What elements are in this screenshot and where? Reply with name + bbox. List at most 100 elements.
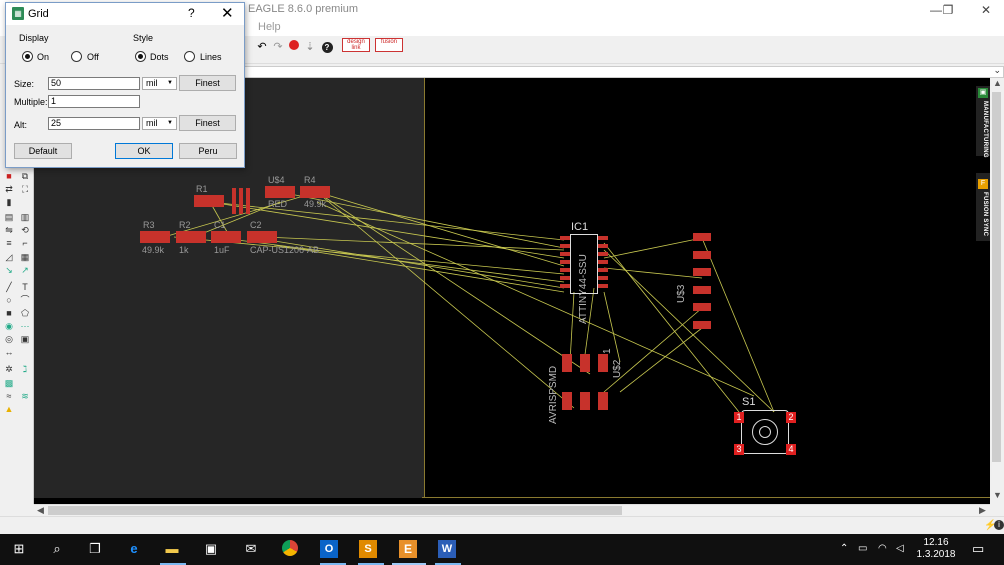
ic1-pad-right-5[interactable] <box>598 268 608 272</box>
part-r4[interactable] <box>300 186 330 198</box>
clock[interactable]: 12.16 1.3.2018 <box>914 537 958 561</box>
dialog-close-button[interactable]: ✕ <box>221 5 234 22</box>
avr-pad-top-1[interactable] <box>562 354 572 372</box>
errors-icon[interactable]: ≋ <box>21 391 29 401</box>
ic1-pad-left-3[interactable] <box>560 252 570 256</box>
part-r1[interactable] <box>194 195 224 207</box>
size-input[interactable]: 50 <box>48 77 140 90</box>
outlook-icon[interactable]: O <box>320 540 338 558</box>
part-r2[interactable] <box>176 231 206 243</box>
part-c2[interactable] <box>247 231 277 243</box>
warning-icon[interactable]: ▲ <box>4 404 14 414</box>
copy-icon[interactable]: ▤ <box>4 212 14 222</box>
drc-icon[interactable]: ≈ <box>6 391 12 401</box>
scroll-down-icon[interactable]: ▼ <box>993 490 1002 500</box>
style-dots-radio[interactable] <box>135 51 146 62</box>
hscroll-thumb[interactable] <box>48 506 622 515</box>
scroll-left-icon[interactable]: ◀ <box>37 505 44 515</box>
help-icon[interactable]: ? <box>319 39 335 55</box>
layer-icon[interactable]: ■ <box>6 171 12 181</box>
wifi-icon[interactable]: ◠ <box>878 543 887 554</box>
part-r3[interactable] <box>140 231 170 243</box>
size-unit-select[interactable]: mil ▼ <box>142 77 177 90</box>
maximize-button[interactable]: ❐ <box>942 3 954 17</box>
ic1-pad-right-1[interactable] <box>598 236 608 240</box>
group-icon[interactable]: ⛶ <box>21 184 29 194</box>
hole-icon[interactable]: ◎ <box>5 334 13 344</box>
dimension-icon[interactable]: ↔ <box>4 347 14 357</box>
ic1-pad-right-3[interactable] <box>598 252 608 256</box>
u3-pad-3[interactable] <box>693 268 711 276</box>
volume-icon[interactable]: ◁ <box>896 543 904 554</box>
word-icon[interactable]: W <box>438 540 456 558</box>
avr-pad-bottom-1[interactable] <box>562 392 572 410</box>
mail-icon[interactable]: ✉ <box>245 541 257 556</box>
u3-pad-4[interactable] <box>693 285 711 294</box>
s1-pin-3[interactable]: 3 <box>734 444 744 455</box>
info-icon[interactable]: i <box>994 520 1004 530</box>
avr-pad-bottom-2[interactable] <box>580 392 590 410</box>
s1-pin-1[interactable]: 1 <box>734 412 744 423</box>
undo-icon[interactable]: ↶ <box>257 41 267 53</box>
ic1-pad-right-6[interactable] <box>598 276 608 280</box>
go-icon[interactable]: ⇣ <box>305 41 315 53</box>
ic1-pad-left-4[interactable] <box>560 260 570 264</box>
part-u4[interactable] <box>265 186 295 198</box>
lock-icon[interactable]: ▮ <box>6 197 12 207</box>
move-icon[interactable]: ⇄ <box>5 184 13 194</box>
eagle-icon[interactable]: E <box>399 540 417 558</box>
scroll-right-icon[interactable]: ▶ <box>979 505 986 515</box>
size-finest-button[interactable]: Finest <box>179 75 236 91</box>
paste-icon[interactable]: ▥ <box>20 212 30 222</box>
stop-icon[interactable] <box>286 39 302 55</box>
u3-pad-5[interactable] <box>693 303 711 311</box>
avr-pad-bottom-3[interactable] <box>598 392 608 410</box>
minimize-button[interactable]: — <box>930 3 942 17</box>
notifications-icon[interactable]: ▭ <box>972 541 985 556</box>
chevron-up-icon[interactable]: ⌃ <box>840 543 849 554</box>
wire-icon[interactable]: ╱ <box>6 282 12 292</box>
s1-pin-2[interactable]: 2 <box>786 412 796 423</box>
design-link-button[interactable]: design link <box>342 38 370 52</box>
route-icon[interactable]: ↘ <box>5 265 13 275</box>
rotate-icon[interactable]: ⟲ <box>21 225 29 235</box>
ripup-icon[interactable]: ↗ <box>21 265 29 275</box>
part-resonator-pad[interactable] <box>232 188 236 214</box>
chrome-icon[interactable] <box>281 540 299 558</box>
close-button[interactable]: ✕ <box>980 3 992 17</box>
chevron-down-icon[interactable]: ⌄ <box>993 65 1001 75</box>
multiple-input[interactable]: 1 <box>48 95 140 108</box>
part-c1[interactable] <box>211 231 241 243</box>
autorouter-icon[interactable]: ℷ <box>22 364 28 374</box>
erc-icon[interactable]: ▩ <box>4 378 14 388</box>
dialog-help-button[interactable]: ? <box>188 6 195 20</box>
ok-button[interactable]: OK <box>115 143 173 159</box>
redo-icon[interactable]: ↷ <box>273 41 283 53</box>
alt-unit-select[interactable]: mil ▼ <box>142 117 177 130</box>
miter-icon[interactable]: ⌐ <box>22 238 28 248</box>
vscroll-thumb[interactable] <box>992 92 1001 462</box>
part-resonator-pad[interactable] <box>246 188 250 214</box>
part-u3[interactable] <box>693 233 711 333</box>
ic1-pad-left-7[interactable] <box>560 284 570 288</box>
circle-icon[interactable]: ○ <box>6 295 12 305</box>
part-ic1[interactable] <box>570 234 598 294</box>
task-view-icon[interactable]: ❐ <box>89 541 101 556</box>
ic1-pad-right-2[interactable] <box>598 244 608 248</box>
split-icon[interactable]: ≡ <box>6 238 12 248</box>
horizontal-scrollbar[interactable]: ◀ ▶ <box>34 504 990 516</box>
peru-button[interactable]: Peru <box>179 143 237 159</box>
alt-finest-button[interactable]: Finest <box>179 115 236 131</box>
store-icon[interactable]: ▣ <box>204 541 218 556</box>
alt-input[interactable]: 25 <box>48 117 140 130</box>
u3-pad-1[interactable] <box>693 233 711 241</box>
rect-icon[interactable]: ■ <box>6 308 12 318</box>
layout-canvas[interactable]: R1 U$4 R4 RED 49.9k R3 R2 C1 C2 49.9k 1k… <box>34 78 990 504</box>
optimize-icon[interactable]: ◿ <box>5 252 13 262</box>
via-icon[interactable]: ◉ <box>5 321 13 331</box>
command-line[interactable]: ⌄ <box>244 65 1004 78</box>
arc-icon[interactable]: ⌒ <box>20 295 30 305</box>
file-explorer-icon[interactable]: ▬ <box>165 541 179 556</box>
ic1-pad-right-4[interactable] <box>598 260 608 264</box>
edge-icon[interactable]: e <box>130 541 138 556</box>
